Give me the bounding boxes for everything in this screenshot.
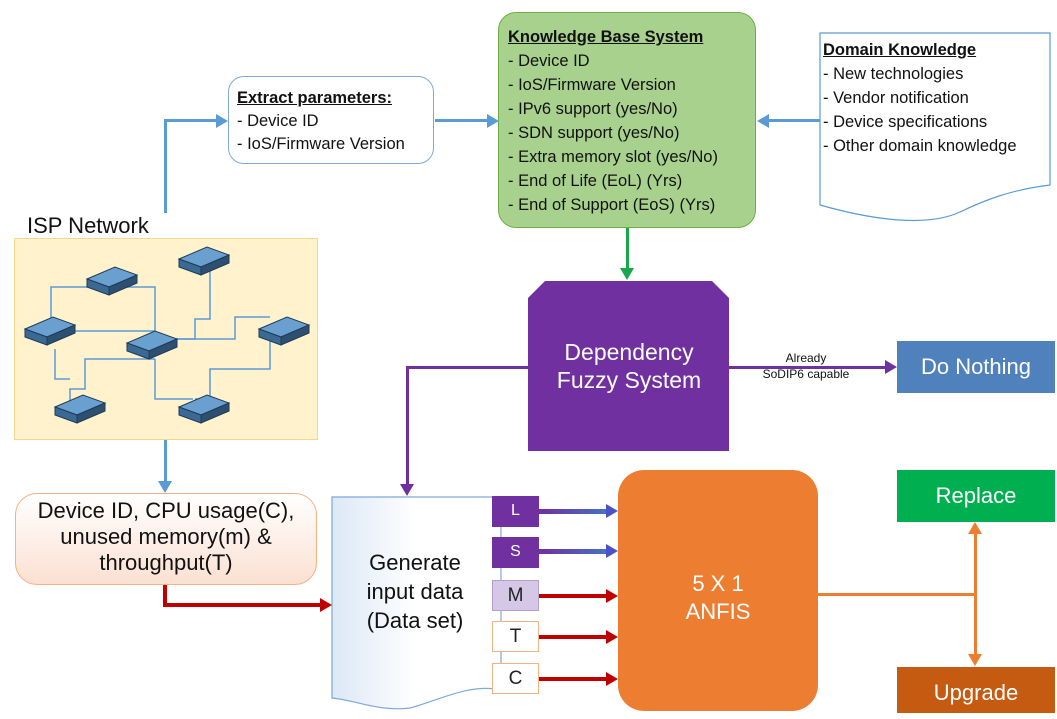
device-info-line: Device ID, CPU usage(C), <box>37 498 295 523</box>
upgrade-box: Upgrade <box>897 667 1055 713</box>
connector-domain-kbs <box>768 119 820 122</box>
router-icons <box>23 246 311 424</box>
connector-dfs-donothing <box>729 366 885 369</box>
anfis-line: ANFIS <box>685 599 751 624</box>
connector-device-down <box>163 585 167 607</box>
arrow-m-to-anfis <box>606 589 618 603</box>
connector-extract-kbs <box>435 119 487 122</box>
domain-knowledge-shape <box>819 32 1051 222</box>
network-topology-icon <box>23 246 311 424</box>
arrow-to-upgrade <box>968 654 982 666</box>
dependency-fuzzy-system-shape <box>528 281 729 451</box>
connector-c-anfis <box>539 677 607 681</box>
isp-network-box <box>14 238 318 440</box>
anfis-box: 5 X 1 ANFIS <box>618 470 818 711</box>
already-line: SoDIP6 capable <box>762 367 850 381</box>
arrow-s-to-anfis <box>606 544 618 558</box>
domain-item: - Other domain knowledge <box>823 137 1017 155</box>
kbs-item: - IPv6 support (yes/No) <box>508 100 678 118</box>
input-s: S <box>492 537 539 568</box>
generate-input-data-label: Generate input data (Data set) <box>330 548 500 635</box>
kbs-item: - End of Support (EoS) (Yrs) <box>508 196 716 214</box>
input-l: L <box>492 496 539 527</box>
dependency-fuzzy-system-label: Dependency Fuzzy System <box>528 338 730 394</box>
dfs-line: Fuzzy System <box>556 367 702 393</box>
connector-s-anfis <box>539 549 607 554</box>
generate-line: (Data set) <box>366 608 464 633</box>
generate-line: input data <box>366 579 464 604</box>
device-info-line: unused memory(m) & <box>60 524 272 549</box>
arrow-to-generate <box>400 484 414 496</box>
isp-network-label: ISP Network <box>27 213 149 238</box>
domain-item: - Device specifications <box>823 113 988 131</box>
dfs-line: Dependency <box>564 339 694 365</box>
kbs-item: - SDN support (yes/No) <box>508 124 680 142</box>
kbs-item: - Extra memory slot (yes/No) <box>508 148 718 166</box>
connector-dfs-left <box>406 366 528 369</box>
arrow-c-to-anfis <box>606 672 618 686</box>
generate-line: Generate <box>369 550 461 575</box>
arrow-domain-to-kbs <box>757 114 769 128</box>
arrow-to-do-nothing <box>885 360 897 374</box>
already-capable-label: Already SoDIP6 capable <box>757 350 855 382</box>
extract-parameters-box: Extract parameters: - Device ID - IoS/Fi… <box>228 76 434 164</box>
connector-anfis-out <box>818 593 976 596</box>
knowledge-base-system-box: Knowledge Base System - Device ID - IoS/… <box>498 12 756 228</box>
kbs-item: - Device ID <box>508 52 590 70</box>
extract-item: - Device ID <box>237 112 319 130</box>
connector-out-vertical <box>974 534 977 654</box>
connector-isp-down <box>164 440 167 482</box>
connector-isp-up <box>164 120 167 213</box>
device-info-box: Device ID, CPU usage(C), unused memory(m… <box>15 493 317 585</box>
connector-kbs-dfs <box>626 228 629 268</box>
connector-m-anfis <box>539 594 607 598</box>
domain-knowledge-box: Domain Knowledge - New technologies - Ve… <box>820 33 1049 221</box>
connector-device-right <box>163 603 320 607</box>
kbs-title: Knowledge Base System <box>508 28 704 46</box>
kbs-item: - IoS/Firmware Version <box>508 76 676 94</box>
arrow-to-replace <box>968 522 982 534</box>
connector-l-anfis <box>539 509 607 514</box>
kbs-item: - End of Life (EoL) (Yrs) <box>508 172 683 190</box>
domain-title: Domain Knowledge <box>823 41 977 59</box>
already-line: Already <box>785 351 827 365</box>
device-info-line: throughput(T) <box>99 550 233 575</box>
extract-item: - IoS/Firmware Version <box>237 135 405 153</box>
arrow-to-generate-data <box>320 598 332 612</box>
connector-to-extract <box>164 119 216 122</box>
domain-item: - Vendor notification <box>823 89 969 107</box>
anfis-line: 5 X 1 <box>692 571 744 596</box>
domain-item: - New technologies <box>823 65 964 83</box>
connector-dfs-down <box>406 366 409 484</box>
input-c: C <box>492 663 539 694</box>
arrow-to-extract <box>216 114 228 128</box>
arrow-to-device-info <box>158 481 172 493</box>
arrow-t-to-anfis <box>606 630 618 644</box>
arrow-to-kbs <box>487 114 499 128</box>
generate-data-shape <box>331 496 502 710</box>
arrow-l-to-anfis <box>606 504 618 518</box>
connector-t-anfis <box>539 635 607 639</box>
replace-box: Replace <box>897 470 1055 522</box>
input-t: T <box>492 621 539 652</box>
do-nothing-box: Do Nothing <box>897 341 1055 393</box>
extract-title: Extract parameters: <box>237 89 392 107</box>
input-m: M <box>492 580 539 611</box>
arrow-to-dfs <box>620 268 634 280</box>
